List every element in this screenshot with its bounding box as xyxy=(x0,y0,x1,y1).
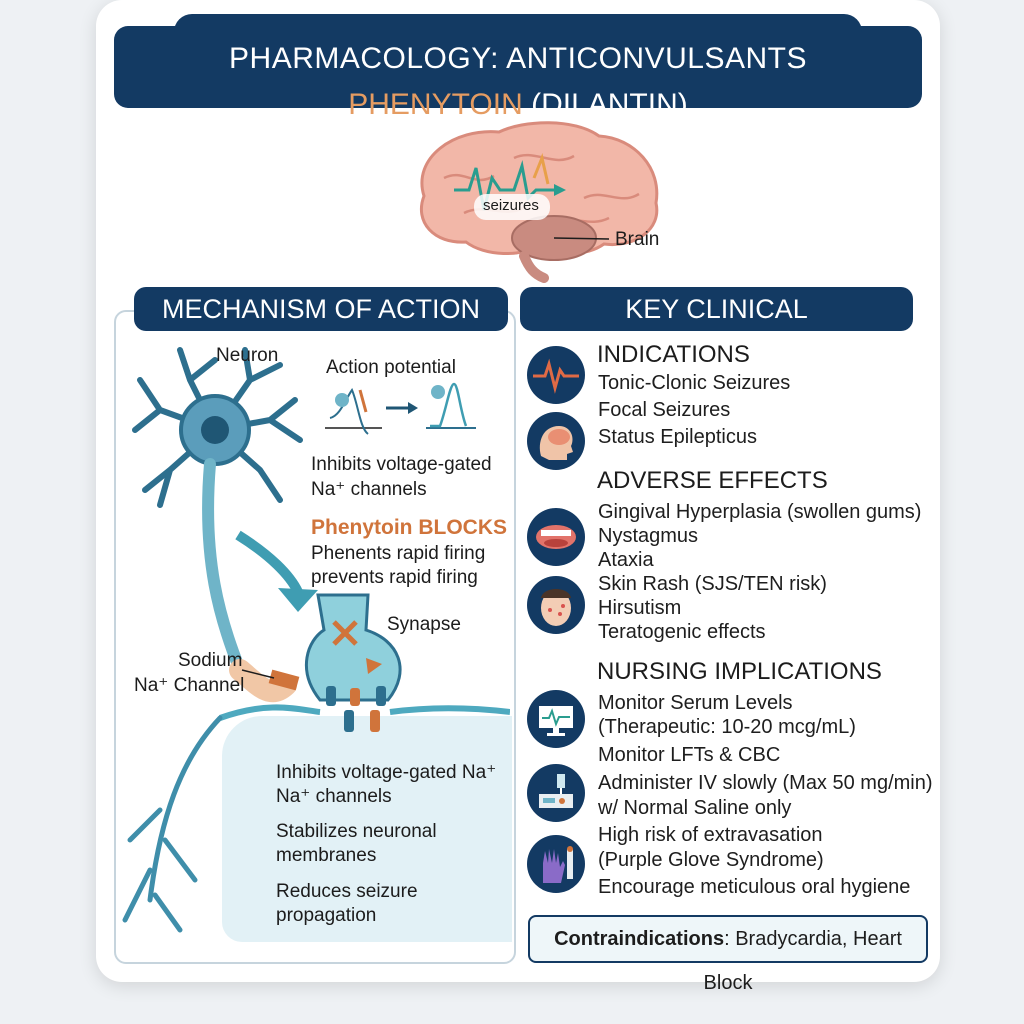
inhibits-line2: Na⁺ channels xyxy=(311,479,427,500)
synapse-label: Synapse xyxy=(387,614,461,635)
brand-name: (DILANTIN) xyxy=(531,88,688,121)
brain-illustration xyxy=(419,121,659,283)
bullet-1-line2: Na⁺ channels xyxy=(276,786,392,807)
title-banner-tab xyxy=(174,14,862,44)
indications-title: INDICATIONS xyxy=(597,341,750,368)
title-banner: PHARMACOLOGY: ANTICONVULSANTS PHENYTOIN … xyxy=(114,14,922,121)
seizures-label: seizures xyxy=(483,197,539,214)
inhibits-line1: Inhibits voltage-gated xyxy=(311,454,492,475)
adverse-title: ADVERSE EFFECTS xyxy=(597,467,828,494)
adverse-item: Gingival Hyperplasia (swollen gums) xyxy=(598,501,922,523)
adverse-item: Nystagmus xyxy=(598,525,699,547)
brain-head-icon xyxy=(527,412,585,470)
nursing-item: w/ Normal Saline only xyxy=(598,797,792,819)
neuron-illustration xyxy=(122,347,510,933)
nursing-item: Monitor LFTs & CBC xyxy=(598,744,781,766)
bullet-3-line1: Reduces seizure xyxy=(276,881,418,902)
neuron-label: Neuron xyxy=(216,345,279,366)
brain-label: Brain xyxy=(615,229,660,250)
drug-name: PHENYTOIN xyxy=(348,88,523,121)
clinical-heading: KEY CLINICAL CONSIDERATIONS xyxy=(520,287,913,368)
adverse-item: Skin Rash (SJS/TEN risk) xyxy=(598,573,827,595)
nursing-item: Encourage meticulous oral hygiene xyxy=(598,876,911,898)
bullet-2-line1: Stabilizes neuronal xyxy=(276,821,437,842)
indication-item: Status Epilepticus xyxy=(598,426,757,448)
blocks-line1: Phenents rapid firing xyxy=(311,543,486,564)
page-title: PHARMACOLOGY: ANTICONVULSANTS xyxy=(229,42,807,75)
drug-subtitle: PHENYTOIN (DILANTIN) xyxy=(114,88,922,122)
nursing-item: (Purple Glove Syndrome) xyxy=(598,849,824,871)
contraindications-text: : Bradycardia, Heart Block xyxy=(703,928,902,994)
adverse-item: Teratogenic effects xyxy=(598,621,766,643)
mechanism-heading: MECHANISM OF ACTION xyxy=(134,287,508,331)
sodium-label-line2: Na⁺ Channel xyxy=(134,675,245,696)
nursing-item: Monitor Serum Levels xyxy=(598,692,793,714)
iv-pump-icon xyxy=(527,764,585,822)
contraindications-label: Contraindications xyxy=(554,928,725,950)
purple-glove-icon xyxy=(527,835,585,893)
sodium-label-line1: Sodium xyxy=(178,650,243,671)
adverse-item: Hirsutism xyxy=(598,597,682,619)
mouth-gums-icon xyxy=(527,508,585,566)
nursing-title: NURSING IMPLICATIONS xyxy=(597,658,882,685)
postsynaptic-cell xyxy=(222,716,512,942)
nursing-item: High risk of extravasation xyxy=(598,824,823,846)
bullet-2-line2: membranes xyxy=(276,845,377,866)
monitor-icon xyxy=(527,690,585,748)
ecg-icon xyxy=(527,346,585,404)
blocks-label: Phenytoin BLOCKS xyxy=(311,516,508,539)
indication-item: Focal Seizures xyxy=(598,399,731,421)
action-potential-label: Action potential xyxy=(326,357,456,378)
indication-item: Tonic-Clonic Seizures xyxy=(598,372,791,394)
bullet-1-line1: Inhibits voltage-gated Na⁺ xyxy=(276,762,497,783)
nursing-item: (Therapeutic: 10-20 mcg/mL) xyxy=(598,716,856,738)
rash-face-icon xyxy=(527,576,585,634)
nursing-item: Administer IV slowly (Max 50 mg/min) xyxy=(598,772,933,794)
blocks-line2: prevents rapid firing xyxy=(311,567,478,588)
bullet-3-line2: propagation xyxy=(276,905,377,926)
adverse-item: Ataxia xyxy=(598,549,654,571)
contraindications-box: Contraindications: Bradycardia, Heart Bl… xyxy=(528,915,928,994)
